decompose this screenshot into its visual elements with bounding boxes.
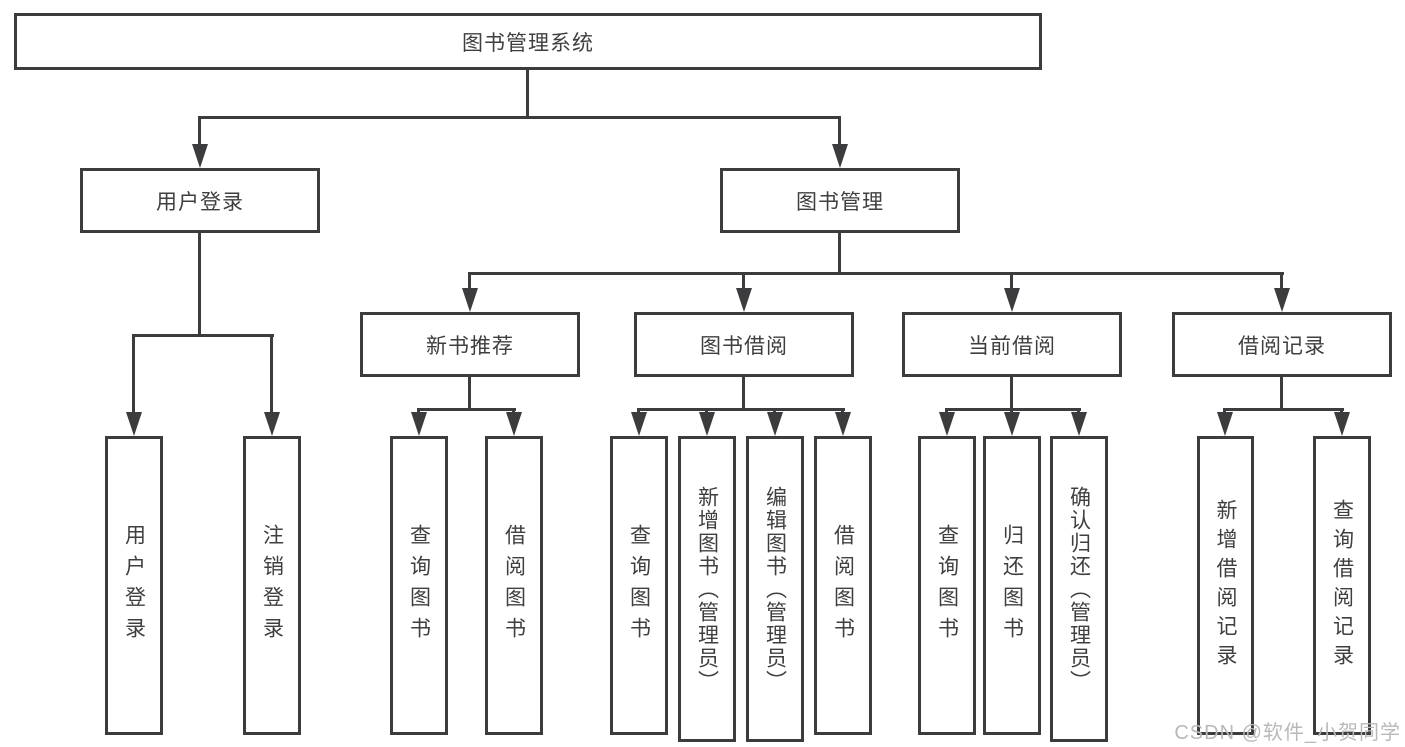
leaf-bb-edit: 编辑图书（管理员） [746, 436, 804, 742]
arrowhead-newbooks [462, 288, 478, 312]
connector-bookmgmt-stem [838, 233, 841, 275]
arrowhead-records [1274, 288, 1290, 312]
connector-bookborrow-stem [742, 377, 745, 411]
connector-userlogin-stem [198, 233, 201, 337]
leaf-br-query-label: 查询借阅记录 [1330, 498, 1354, 673]
watermark: CSDN @软件_小贺同学 [1174, 722, 1401, 744]
leaf-nb-query: 查询图书 [390, 436, 448, 735]
leaf-user-login: 用户登录 [105, 436, 163, 735]
arrowhead-nb-query [411, 412, 427, 436]
arrowhead-bb-borrow [835, 412, 851, 436]
leaf-bb-edit-label: 编辑图书（管理员） [763, 485, 787, 693]
node-current-borrow-label: 当前借阅 [968, 334, 1056, 358]
leaf-cb-return: 归还图书 [983, 436, 1041, 735]
connector-currentborrow-split [946, 408, 1081, 411]
arrowhead-leaf-login [126, 412, 142, 436]
connector-records-stem [1280, 377, 1283, 411]
arrowhead-cb-query [939, 412, 955, 436]
connector-bookborrow-shaft [742, 272, 745, 292]
arrowhead-leaf-logout [264, 412, 280, 436]
leaf-nb-query-label: 查询图书 [407, 523, 431, 648]
leaf-bb-query: 查询图书 [610, 436, 668, 735]
leaf-bb-borrow: 借阅图书 [814, 436, 872, 735]
leaf-bb-query-label: 查询图书 [627, 523, 651, 648]
connector-currentborrow-shaft [1010, 272, 1013, 292]
leaf-cb-query-label: 查询图书 [935, 523, 959, 648]
leaf-nb-borrow: 借阅图书 [485, 436, 543, 735]
leaf-cb-confirm-label: 确认归还（管理员） [1067, 485, 1091, 693]
connector-records-shaft [1280, 272, 1283, 292]
arrowhead-bb-query [631, 412, 647, 436]
leaf-br-add: 新增借阅记录 [1197, 436, 1254, 735]
leaf-br-add-label: 新增借阅记录 [1214, 498, 1237, 673]
node-book-mgmt-label: 图书管理 [796, 190, 884, 214]
arrowhead-bookmgmt [832, 144, 848, 168]
connector-root-split [199, 116, 841, 119]
arrowhead-cb-return [1004, 412, 1020, 436]
node-root-label: 图书管理系统 [462, 31, 594, 55]
leaf-bb-add-label: 新增图书（管理员） [695, 485, 719, 693]
leaf-br-query: 查询借阅记录 [1313, 436, 1371, 735]
node-borrow-records: 借阅记录 [1172, 312, 1392, 377]
node-root: 图书管理系统 [14, 13, 1042, 70]
leaf-user-login-label: 用户登录 [122, 523, 146, 648]
node-borrow-records-label: 借阅记录 [1238, 334, 1326, 358]
node-book-borrow: 图书借阅 [634, 312, 854, 377]
connector-bookmgmt-shaft [838, 116, 841, 148]
arrowhead-br-query [1334, 412, 1350, 436]
arrowhead-cb-confirm [1071, 412, 1087, 436]
leaf-nb-borrow-label: 借阅图书 [502, 523, 526, 648]
leaf-logout: 注销登录 [243, 436, 301, 735]
connector-userlogin-split [133, 334, 274, 337]
arrowhead-currentborrow [1004, 288, 1020, 312]
arrowhead-bb-edit [767, 412, 783, 436]
connector-newbooks-stem [468, 377, 471, 411]
arrowhead-userlogin [192, 144, 208, 168]
node-book-mgmt: 图书管理 [720, 168, 960, 233]
connector-root-stem [526, 69, 529, 118]
node-new-books-label: 新书推荐 [426, 334, 514, 358]
arrowhead-br-add [1217, 412, 1233, 436]
leaf-bb-add: 新增图书（管理员） [678, 436, 736, 742]
arrowhead-nb-borrow [506, 412, 522, 436]
connector-leaf-logout-shaft [270, 334, 273, 416]
arrowhead-bookborrow [736, 288, 752, 312]
connector-userlogin-shaft [198, 116, 201, 148]
connector-leaf-login-shaft [132, 334, 135, 416]
node-current-borrow: 当前借阅 [902, 312, 1122, 377]
connector-records-split [1224, 408, 1344, 411]
leaf-cb-confirm: 确认归还（管理员） [1050, 436, 1108, 742]
node-user-login-label: 用户登录 [156, 190, 244, 214]
connector-currentborrow-stem [1010, 377, 1013, 411]
connector-bookborrow-split [638, 408, 845, 411]
connector-bookmgmt-split [469, 272, 1284, 275]
node-book-borrow-label: 图书借阅 [700, 334, 788, 358]
leaf-cb-query: 查询图书 [918, 436, 976, 735]
node-new-books: 新书推荐 [360, 312, 580, 377]
leaf-bb-borrow-label: 借阅图书 [831, 523, 855, 648]
connector-newbooks-shaft [468, 272, 471, 292]
connector-newbooks-split [418, 408, 516, 411]
leaf-logout-label: 注销登录 [260, 523, 284, 648]
arrowhead-bb-add [699, 412, 715, 436]
leaf-cb-return-label: 归还图书 [1000, 523, 1024, 648]
node-user-login: 用户登录 [80, 168, 320, 233]
